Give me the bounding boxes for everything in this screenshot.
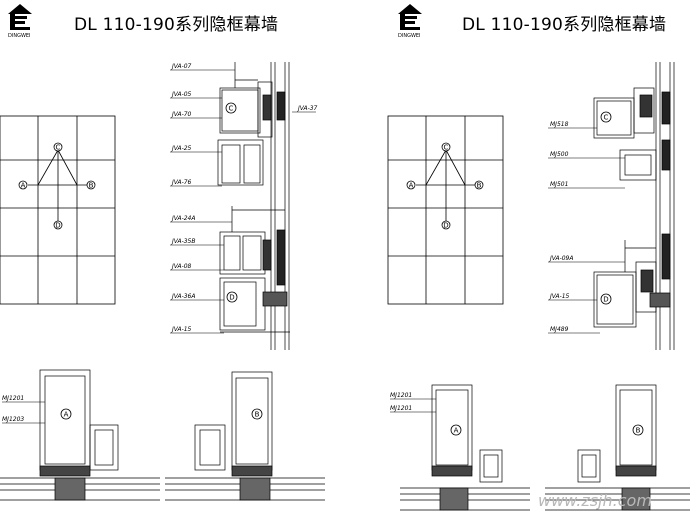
mark-b: B [89,182,94,190]
plan-marks-right: A B [450,424,644,436]
label-jva-08: JVA-08 [171,263,192,270]
section-leaders-right [548,127,625,334]
label-jva-25: JVA-25 [171,145,192,152]
label-mj500: MJ500 [550,151,569,158]
mark-a: A [21,182,26,190]
label-mj501: MJ501 [550,181,568,188]
label-jva-09a: JVA-09A [549,255,573,262]
plan-mark-a: A [454,427,459,435]
label-mj1201: MJ1201 [2,395,24,402]
section-labels-left: JVA-07 JVA-05 JVA-70 JVA-25 JVA-76 JVA-2… [171,63,318,333]
section-mark-d: D [603,296,608,304]
label-jva-24a: JVA-24A [171,215,195,222]
plan-leaders-left [2,401,45,424]
label-jva-05: JVA-05 [171,91,192,98]
section-mark-c: C [604,114,609,122]
label-mj518: MJ518 [550,121,569,128]
section-marks-left: C D [225,102,238,303]
watermark: www.zsjh.com [538,491,652,510]
logo-right: DINGWEI [398,4,422,39]
label-mj1201-b: MJ1201 [390,405,412,412]
logo-left: DINGWEI [8,4,32,39]
mark-b: B [477,182,482,190]
plan-labels-right: MJ1201 MJ1201 [390,392,412,412]
elevation-marks-left: C A B D [18,142,96,230]
plan-marks-left: A B [60,408,263,420]
label-jva-76: JVA-76 [171,179,192,186]
section-marks-right: C D [600,111,612,305]
vertical-section-left [217,62,290,350]
label-jva-15: JVA-15 [171,326,192,333]
title-right: DL 110-190系列隐框幕墙 [462,15,667,35]
horizontal-section-right [400,384,690,511]
mark-c: C [56,144,61,152]
logo-right-sub: DINGWEI [398,33,421,39]
horizontal-section-left [0,369,325,501]
label-mj1203: MJ1203 [2,416,24,423]
section-labels-right: MJ518 MJ500 MJ501 JVA-09A JVA-15 MJ489 [549,121,573,333]
plan-mark-b: B [255,411,260,419]
plan-labels-left: MJ1201 MJ1203 [2,395,24,423]
mark-d: D [443,222,448,230]
section-mark-d: D [229,294,234,302]
plan-mark-a: A [64,411,69,419]
mark-d: D [55,222,60,230]
label-jva-35b: JVA-35B [171,238,196,245]
mark-a: A [409,182,414,190]
section-mark-c: C [229,105,234,113]
label-mj1201-a: MJ1201 [390,392,412,399]
label-jva-15: JVA-15 [549,293,570,300]
label-jva-07: JVA-07 [171,63,192,70]
elevation-marks-right: C A B D [406,142,484,230]
elevation-grid-left [0,115,116,305]
vertical-section-right [593,62,675,350]
plan-mark-b: B [636,427,641,435]
plan-leaders-right [390,398,436,413]
title-left: DL 110-190系列隐框幕墙 [74,15,279,35]
label-mj489: MJ489 [550,326,569,333]
label-jva-37: JVA-37 [297,105,318,112]
label-jva-36a: JVA-36A [171,293,195,300]
label-jva-70: JVA-70 [171,111,192,118]
logo-left-sub: DINGWEI [8,33,31,39]
elevation-grid-right [387,115,504,305]
section-leaders-left [170,69,316,334]
mark-c: C [444,144,449,152]
